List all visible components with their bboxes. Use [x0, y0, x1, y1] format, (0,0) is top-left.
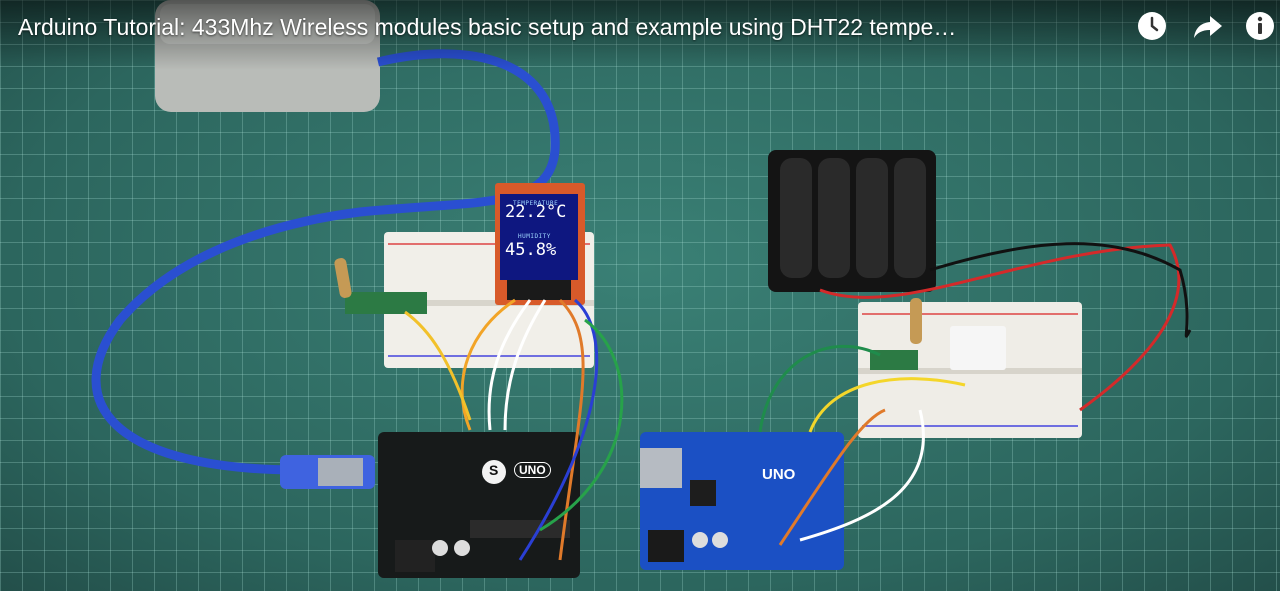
share-arrow-icon — [1194, 16, 1222, 38]
temperature-reading: 22.2°C — [505, 202, 567, 222]
jumper-wires — [404, 242, 1192, 561]
watch-later-button[interactable] — [1136, 10, 1172, 46]
share-button[interactable] — [1192, 10, 1228, 46]
battery-holder — [768, 150, 936, 292]
rf-receiver-module — [870, 350, 918, 370]
title-overlay — [0, 0, 1280, 70]
humidity-reading: 45.8% — [505, 240, 557, 260]
arduino-uno-black — [378, 432, 580, 578]
tft-module — [495, 183, 585, 305]
info-icon — [1246, 12, 1274, 40]
usb-cable — [91, 49, 560, 475]
humidity-label: HUMIDITY — [518, 233, 551, 240]
clock-icon — [1138, 12, 1166, 40]
dht22-sensor — [950, 326, 1006, 370]
temperature-label: TEMPERATURE — [513, 200, 559, 207]
video-title[interactable]: Arduino Tutorial: 433Mhz Wireless module… — [18, 14, 957, 40]
uno-badge-right: UNO — [762, 466, 796, 483]
rf-transmitter-left — [334, 258, 427, 314]
sensor-shield-logo: S — [489, 462, 499, 478]
uno-badge-left: UNO — [514, 462, 551, 478]
info-button[interactable] — [1244, 10, 1280, 46]
arduino-uno-blue — [640, 432, 844, 570]
